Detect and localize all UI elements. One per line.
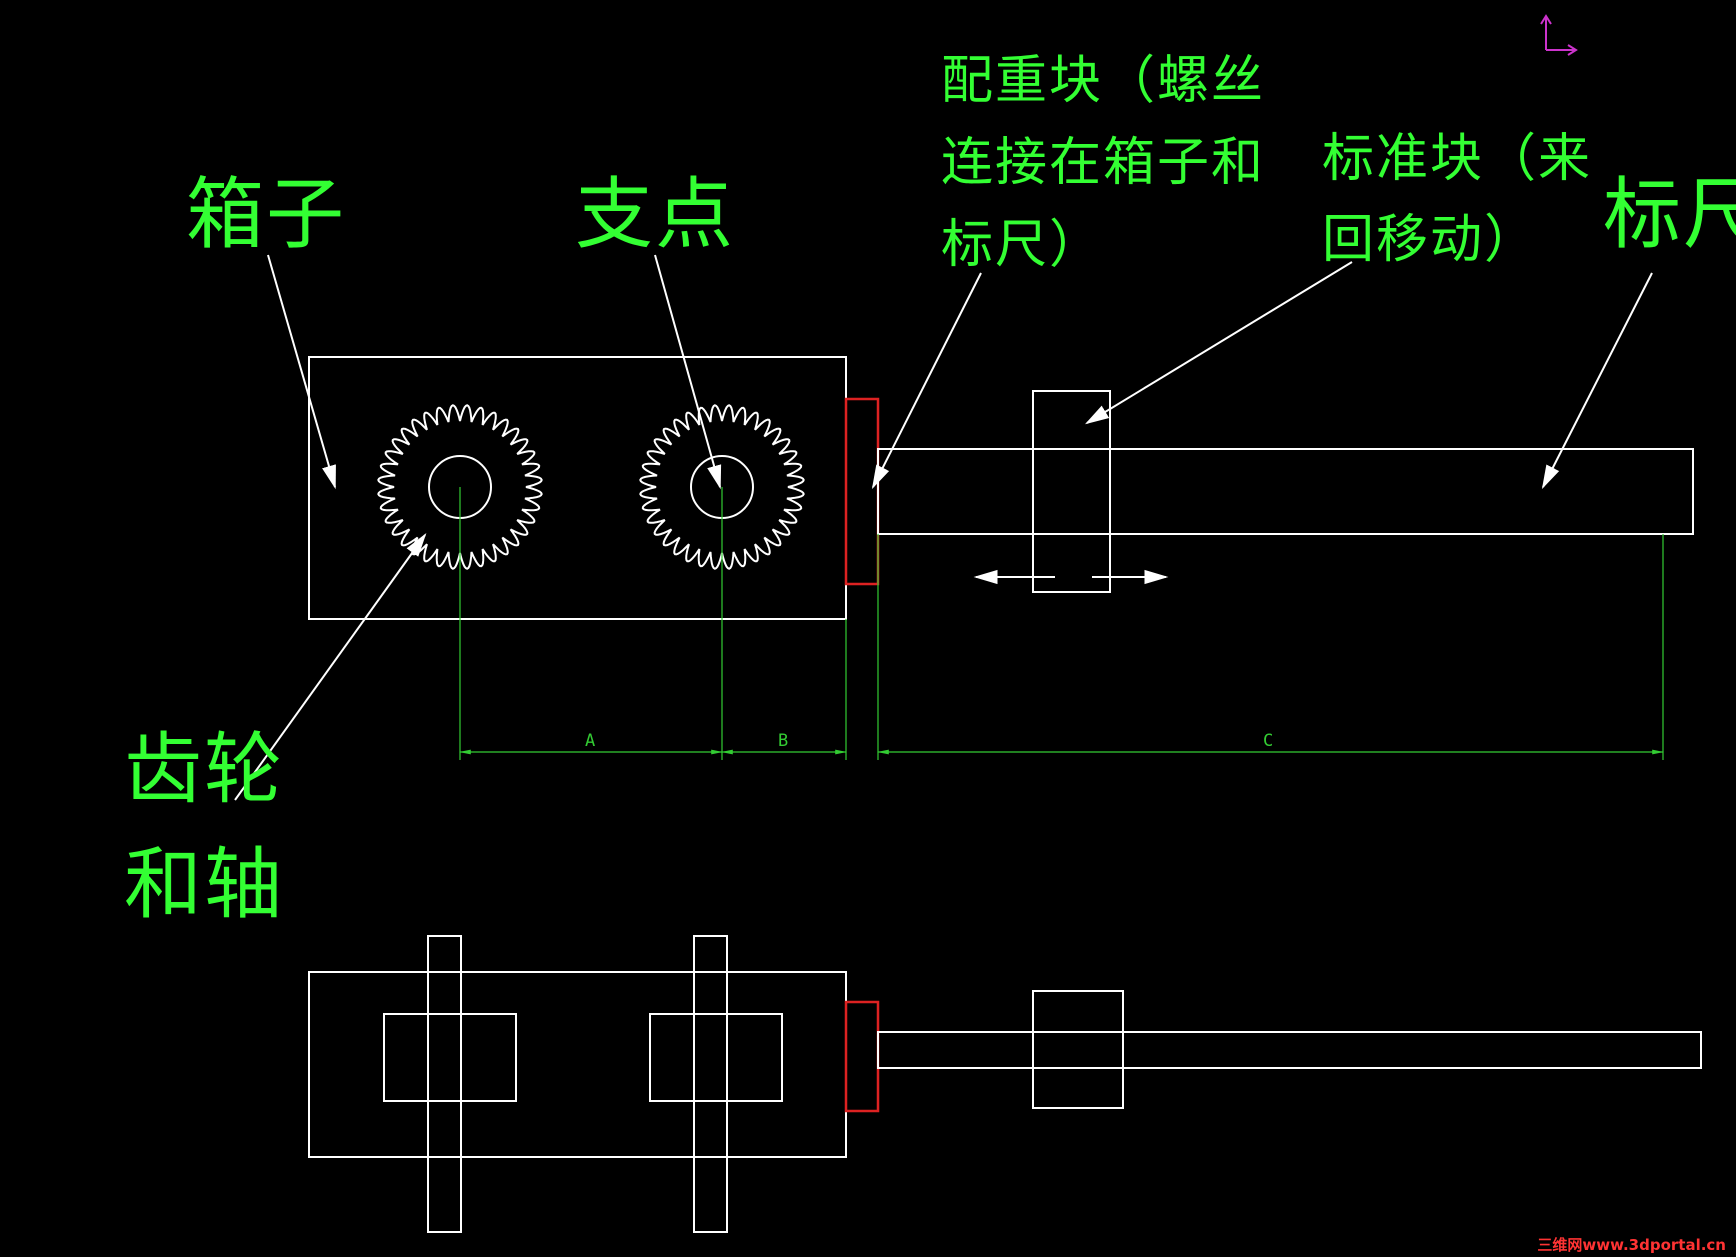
- dimension-lines: [458, 487, 1665, 760]
- standard-block-front: [1032, 390, 1111, 593]
- ruler-bar-plan: [877, 1031, 1702, 1069]
- label-counterweight-line-2: 连接在箱子和: [941, 133, 1266, 193]
- counterweight-block-front: [844, 397, 880, 586]
- label-gear-line-1: 齿轮: [124, 725, 285, 815]
- counterweight-block-plan: [844, 1000, 880, 1113]
- gear-left-plan: [383, 1013, 517, 1102]
- dimension-label-a: A: [585, 731, 596, 751]
- dimension-label-b: B: [778, 731, 789, 751]
- gear-right-plan: [649, 1013, 783, 1102]
- label-standard-block-line-2: 回移动）: [1322, 210, 1539, 270]
- dimension-label-c: C: [1263, 731, 1274, 751]
- label-counterweight-line-3: 标尺）: [941, 215, 1104, 275]
- label-box: 箱子: [186, 170, 347, 260]
- label-fulcrum: 支点: [575, 170, 736, 260]
- shaft-left-plan: [427, 935, 462, 1233]
- label-gear-line-2: 和轴: [124, 840, 285, 930]
- box-body-plan: [308, 971, 847, 1158]
- leader-arrows: [234, 254, 1653, 801]
- ruler-bar-front: [877, 448, 1694, 535]
- label-counterweight-line-1: 配重块（螺丝: [941, 51, 1266, 111]
- label-standard-block-line-1: 标准块（来: [1322, 129, 1593, 189]
- ucs-icon: [1540, 14, 1578, 56]
- label-ruler: 标尺: [1603, 170, 1736, 260]
- standard-block-plan: [1032, 990, 1124, 1109]
- shaft-right-plan: [693, 935, 728, 1233]
- watermark: 三维网www.3dportal.cn: [1537, 1236, 1726, 1254]
